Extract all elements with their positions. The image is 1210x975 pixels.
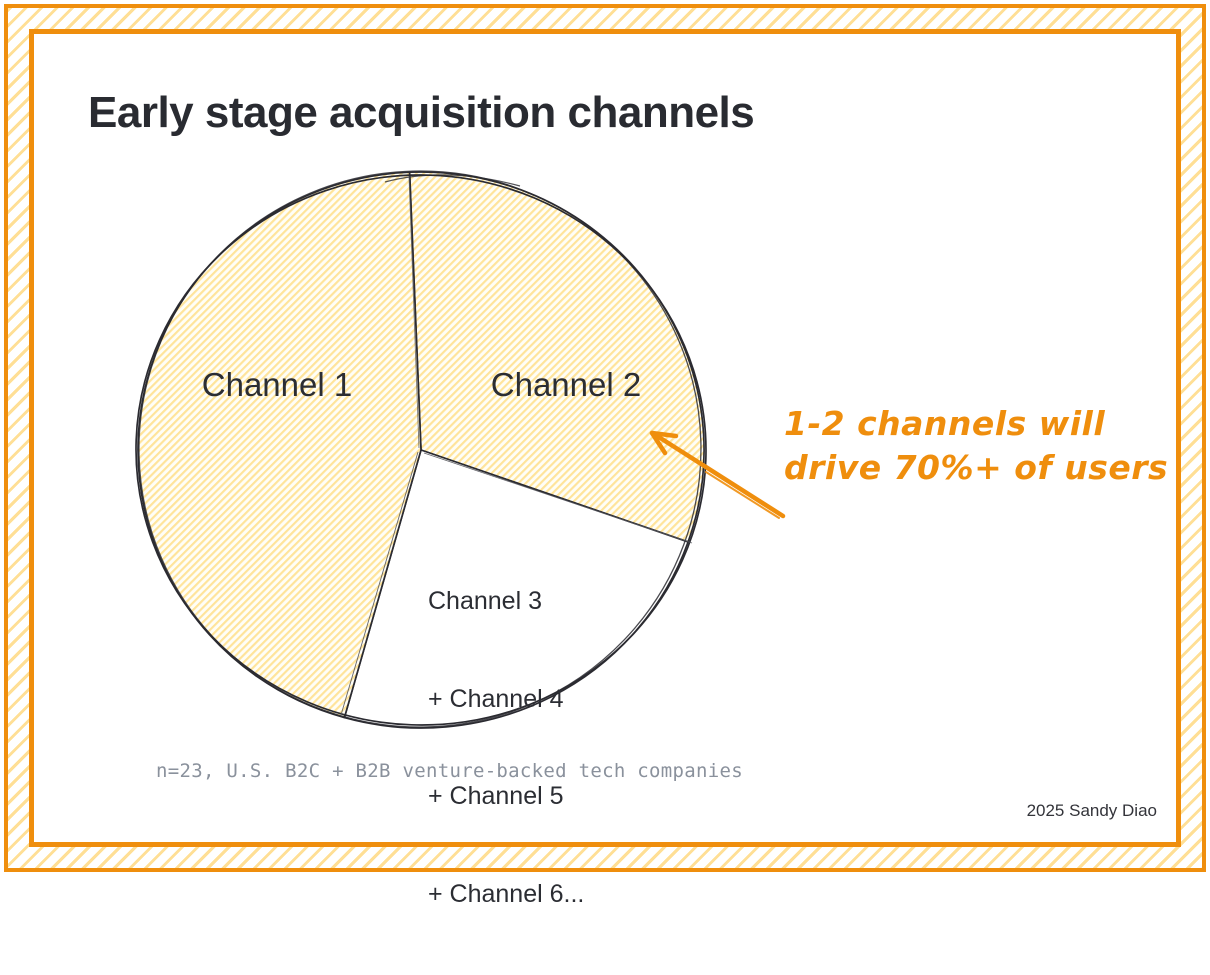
pie-label-channel-1: Channel 1 [201, 366, 353, 403]
slide-canvas: Early stage acquisition channels Channel… [4, 4, 1206, 908]
pie-label-channel-3-group: Channel 3 + Channel 4 + Channel 5 + Chan… [428, 520, 584, 975]
annotation-line-2: drive 70%+ of users [784, 448, 1169, 487]
pie-label-line: + Channel 4 [428, 684, 564, 713]
pie-label-line: + Channel 6... [428, 879, 585, 908]
pie-label-channel-2: Channel 2 [490, 366, 642, 403]
pie-label-line: + Channel 5 [428, 782, 564, 810]
slide-title: Early stage acquisition channels [88, 88, 755, 137]
annotation-text: 1-2 channels will drive 70%+ of users [784, 402, 1168, 490]
annotation-line-1: 1-2 channels will [784, 404, 1106, 443]
pie-label-line: Channel 3 [428, 587, 542, 615]
author-credit: 2025 Sandy Diao [1026, 801, 1157, 820]
sample-size-caption: n=23, U.S. B2C + B2B venture-backed tech… [156, 760, 743, 782]
